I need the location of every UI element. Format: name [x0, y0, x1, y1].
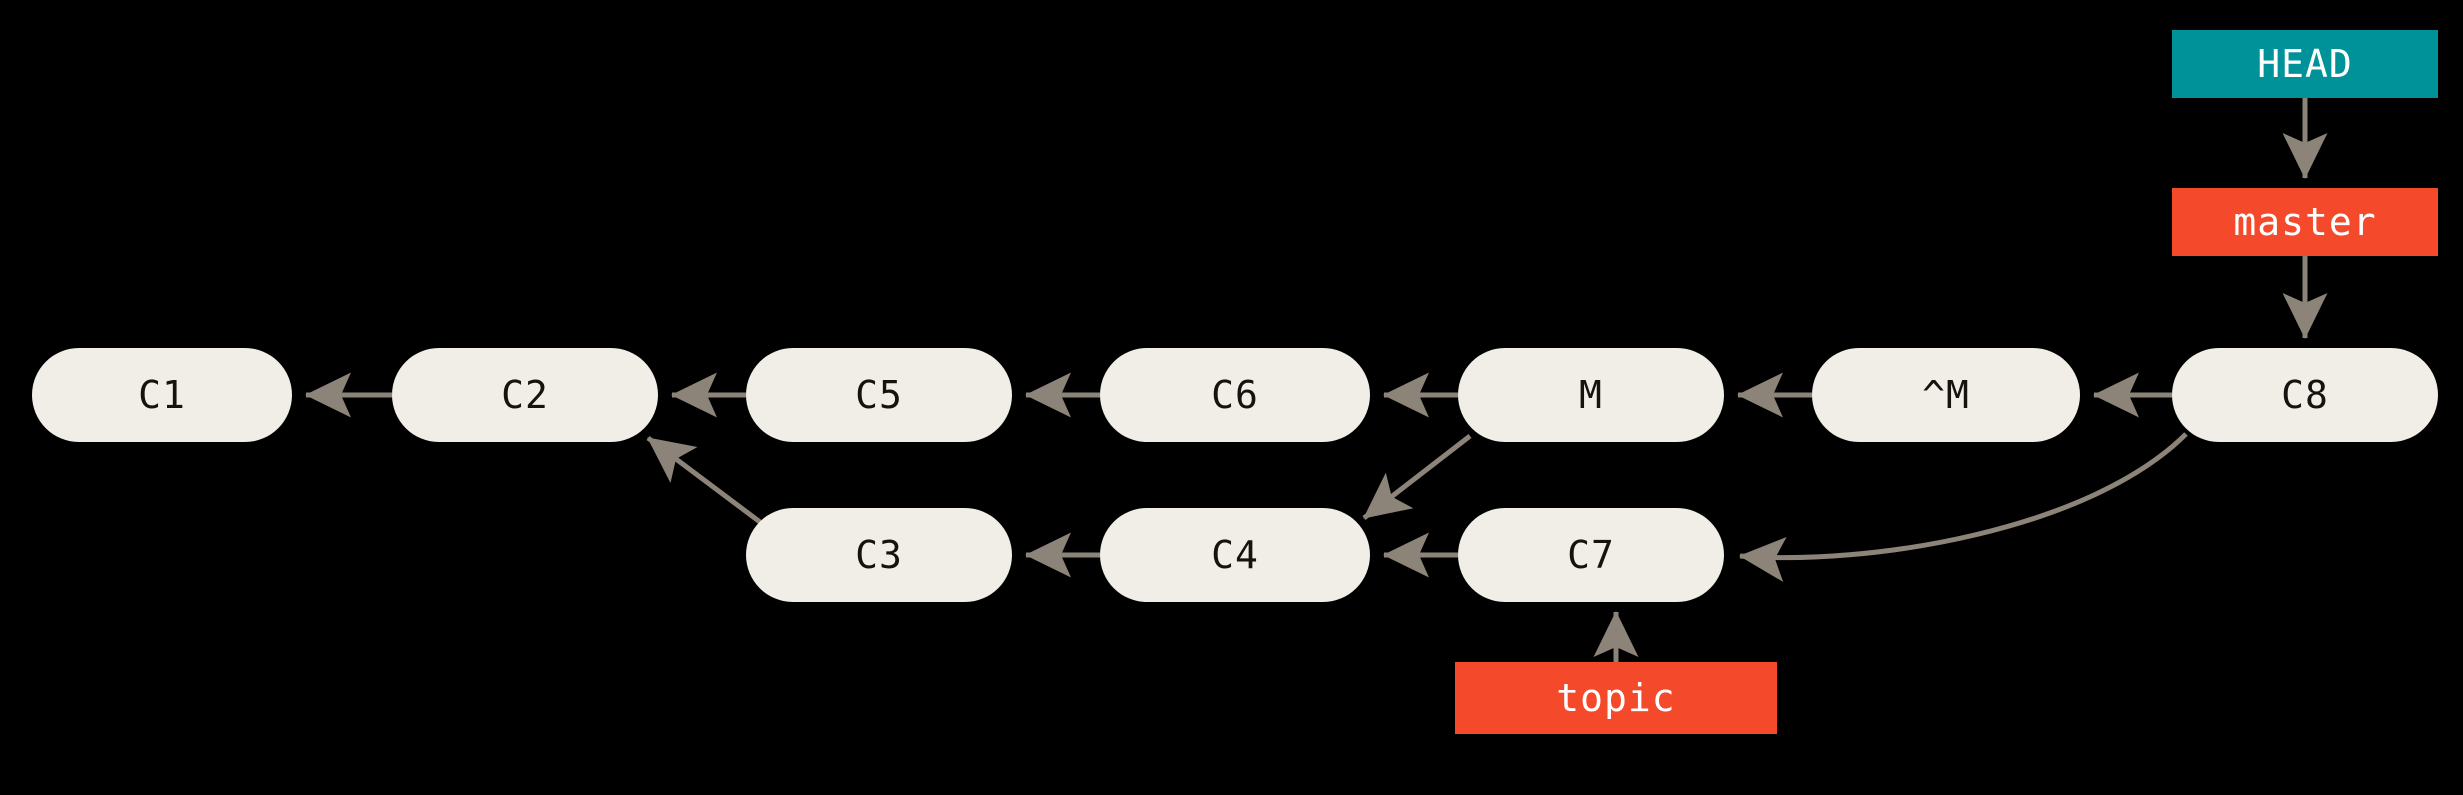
ref-head[interactable]: HEAD [2172, 30, 2438, 98]
ref-label: master [2233, 200, 2377, 244]
commit-label: ^M [1922, 373, 1970, 417]
commit-node-c1[interactable]: C1 [32, 348, 292, 442]
commit-node-c2[interactable]: C2 [392, 348, 658, 442]
commit-label: C3 [855, 533, 903, 577]
commit-node-c4[interactable]: C4 [1100, 508, 1370, 602]
ref-branch-topic[interactable]: topic [1455, 662, 1777, 734]
commit-node-c7[interactable]: C7 [1458, 508, 1724, 602]
commit-label: C7 [1567, 533, 1615, 577]
ref-label: HEAD [2257, 42, 2353, 86]
ref-branch-master[interactable]: master [2172, 188, 2438, 256]
commit-label: C8 [2281, 373, 2329, 417]
commit-node-c6[interactable]: C6 [1100, 348, 1370, 442]
edge-c3-c2 [646, 436, 762, 524]
commit-node-c3[interactable]: C3 [746, 508, 1012, 602]
commit-node-caret-m[interactable]: ^M [1812, 348, 2080, 442]
ref-label: topic [1556, 676, 1676, 720]
commit-label: C2 [501, 373, 549, 417]
commit-node-c8[interactable]: C8 [2172, 348, 2438, 442]
commit-label: M [1579, 373, 1603, 417]
edge-c8-c7 [1739, 432, 2188, 582]
edge-m-c4 [1362, 434, 1472, 520]
commit-node-m[interactable]: M [1458, 348, 1724, 442]
commit-label: C6 [1211, 373, 1259, 417]
commit-label: C1 [138, 373, 186, 417]
commit-node-c5[interactable]: C5 [746, 348, 1012, 442]
commit-label: C4 [1211, 533, 1259, 577]
commit-label: C5 [855, 373, 903, 417]
